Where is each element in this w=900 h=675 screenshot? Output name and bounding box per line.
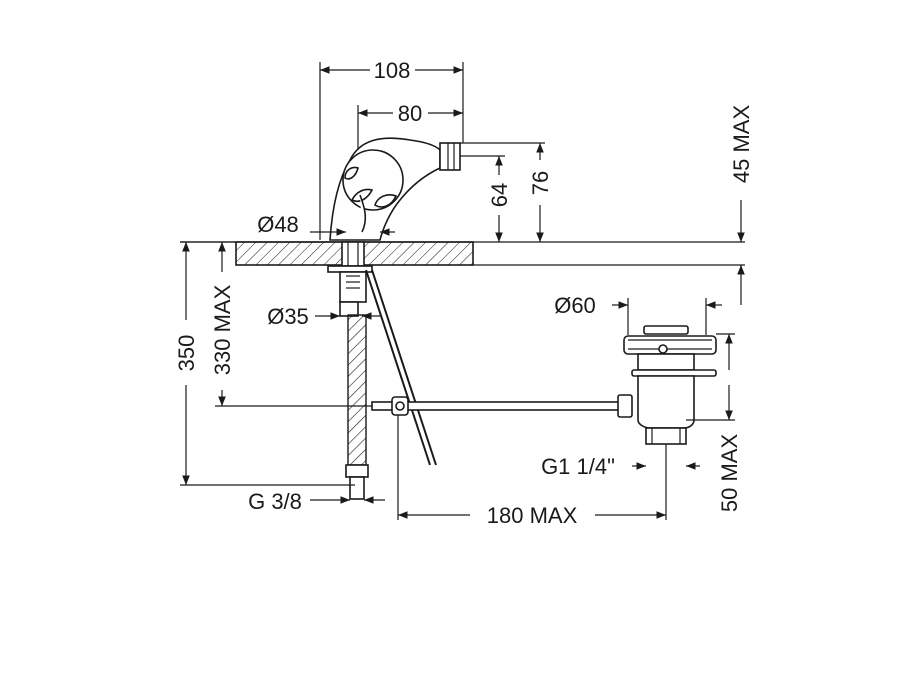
dim-350: 350 bbox=[174, 335, 199, 372]
dim-80: 80 bbox=[398, 101, 422, 126]
dim-d60: Ø60 bbox=[554, 293, 596, 318]
dim-d35: Ø35 bbox=[267, 304, 309, 329]
dim-330-max: 330 MAX bbox=[210, 284, 235, 375]
dim-76: 76 bbox=[528, 171, 553, 195]
under-counter-fittings bbox=[327, 241, 373, 317]
dimension-lines bbox=[180, 62, 745, 520]
dim-g3-8: G 3/8 bbox=[248, 489, 302, 514]
dim-45-max: 45 MAX bbox=[729, 105, 754, 184]
dim-d48: Ø48 bbox=[257, 212, 299, 237]
dim-108: 108 bbox=[374, 58, 411, 83]
waste-drain bbox=[623, 325, 717, 445]
dim-50-max: 50 MAX bbox=[717, 434, 742, 513]
mixer-body bbox=[329, 137, 461, 241]
dim-180-max: 180 MAX bbox=[487, 503, 578, 528]
countertop bbox=[180, 241, 745, 266]
dim-64: 64 bbox=[487, 183, 512, 207]
dim-g1-1-4: G1 1/4" bbox=[541, 454, 615, 479]
braided-hose bbox=[345, 314, 369, 500]
